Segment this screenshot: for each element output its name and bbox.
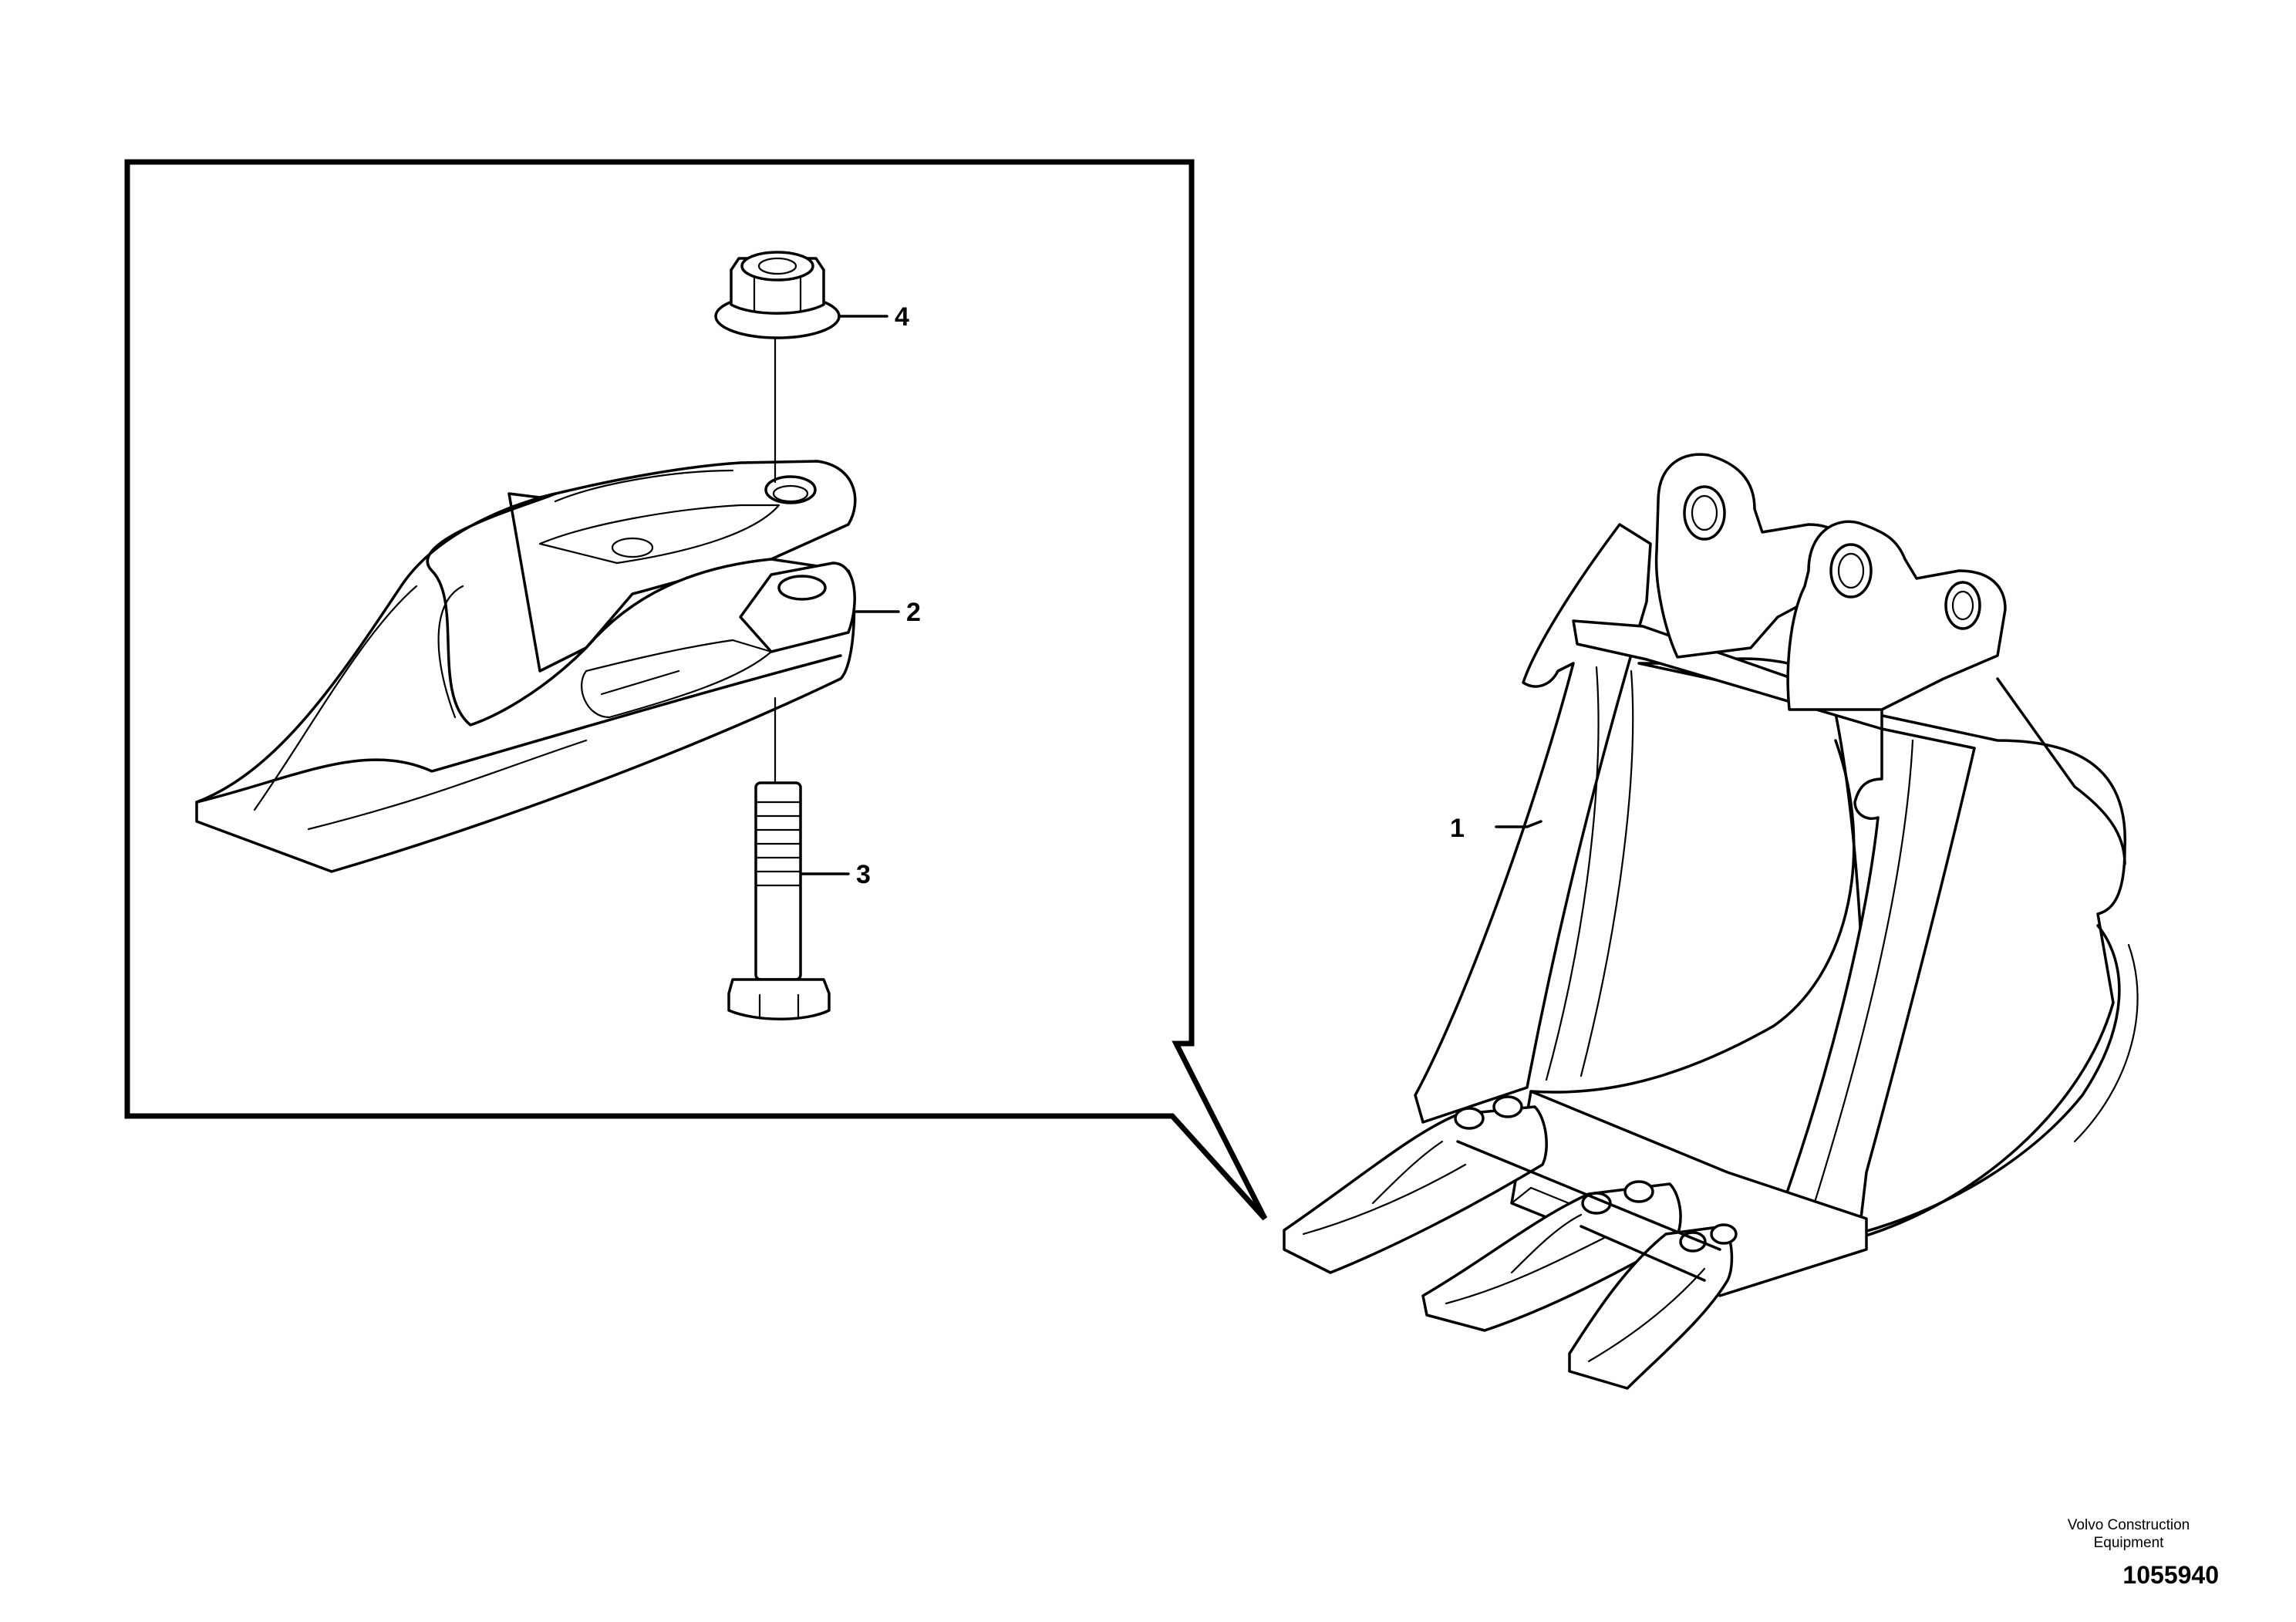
bucket-right-side-plate xyxy=(1773,727,1976,1251)
right-lug-pin-hole xyxy=(1829,543,1873,599)
bucket-tooth-2 xyxy=(1421,1182,1682,1332)
bolt xyxy=(727,781,831,1020)
brand-line-2: Equipment xyxy=(2093,1535,2164,1551)
document-number: 1055940 xyxy=(2122,1561,2219,1589)
flange-nut xyxy=(714,251,841,339)
callout-1: 1 xyxy=(1450,814,1465,843)
lower-hole xyxy=(777,575,827,601)
left-lug-pin-hole xyxy=(1683,485,1726,541)
bucket-teeth xyxy=(1283,1095,1738,1390)
brand-label: Volvo Construction Equipment xyxy=(2028,1516,2229,1552)
callout-2: 2 xyxy=(906,598,921,627)
callout-3: 3 xyxy=(856,860,871,889)
tooth-body xyxy=(195,492,856,873)
callout-4: 4 xyxy=(895,302,909,332)
brand-line-1: Volvo Construction xyxy=(2067,1517,2190,1533)
detail-frame xyxy=(124,159,1268,1221)
tooth-upper-plate xyxy=(507,460,857,673)
leader-1 xyxy=(1495,820,1542,828)
bucket-tooth-1 xyxy=(1283,1105,1548,1274)
upper-hole xyxy=(764,475,817,504)
tooth-assembly-detail xyxy=(195,460,857,873)
bucket xyxy=(1414,453,2139,1297)
